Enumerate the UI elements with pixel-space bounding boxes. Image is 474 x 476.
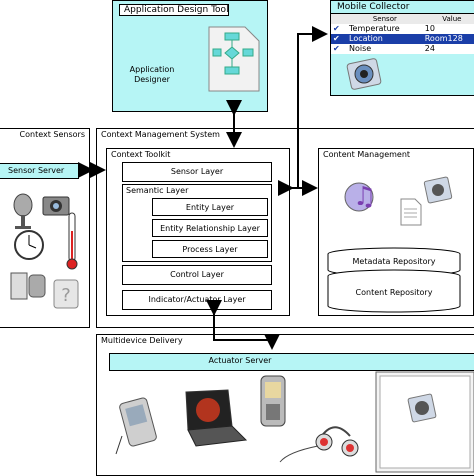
delivery-title: Multidevice Delivery: [101, 336, 183, 345]
document-icon: [400, 198, 422, 226]
table-row[interactable]: ✔ Noise 24: [331, 44, 474, 54]
table-row[interactable]: ✔ Temperature 10: [331, 24, 474, 34]
context-sensors-title: Context Sensors: [19, 130, 85, 139]
value-cell: 24: [424, 44, 435, 53]
indicator-actuator-layer: Indicator/Actuator Layer: [122, 290, 272, 310]
flowchart-document-icon: [208, 26, 260, 92]
content-repository: Content Repository: [355, 288, 433, 297]
check-icon[interactable]: ✔: [333, 24, 340, 33]
actuator-server: [109, 353, 474, 371]
mobile-collector-title: Mobile Collector: [337, 2, 410, 12]
value-cell: 10: [424, 24, 435, 33]
semantic-title: Semantic Layer: [126, 186, 189, 195]
context-sensors-panel: Context Sensors Sensor Server ?: [0, 128, 90, 328]
col-value: Value: [442, 15, 462, 23]
check-icon[interactable]: ✔: [333, 44, 340, 53]
mobile-phone-icon: [260, 375, 286, 427]
clock-icon: [14, 230, 44, 260]
unknown-sensor-icon: ?: [53, 279, 79, 309]
cms-title: Context Management System: [101, 130, 220, 139]
app-tool-title: Application Design Tool: [119, 4, 229, 16]
microphone-icon: [13, 193, 33, 229]
photo-app-icon: [346, 58, 382, 90]
music-notes-icon: ♫: [344, 182, 376, 212]
control-layer: Control Layer: [122, 265, 272, 285]
svg-text:♫: ♫: [353, 182, 376, 212]
sensor-cell: Noise: [349, 44, 372, 53]
value-cell: Room128: [424, 34, 463, 43]
headphones-icon: [279, 426, 359, 463]
col-sensor: Sensor: [372, 15, 397, 23]
camera-icon: [42, 196, 70, 216]
check-icon[interactable]: ✔: [333, 34, 340, 43]
entity-layer: Entity Layer: [152, 198, 268, 216]
content-title: Content Management: [323, 150, 411, 159]
app-design-tool-panel: Application Design Tool Application Desi…: [112, 0, 268, 112]
process-layer: Process Layer: [152, 240, 268, 258]
sensor-cell: Location: [349, 34, 383, 43]
mobile-collector-panel: Mobile Collector Sensor Value ✔ Temperat…: [330, 0, 474, 96]
sensor-table: Sensor Value ✔ Temperature 10 ✔ Location…: [331, 13, 474, 54]
photo-icon: [423, 176, 453, 204]
table-row[interactable]: ✔ Location Room128: [331, 34, 474, 44]
pda-icon: [115, 397, 157, 455]
laptop-icon: [185, 389, 248, 447]
entity-relationship-layer: Entity Relationship Layer: [152, 219, 268, 237]
app-designer-label: Application Designer: [129, 65, 175, 84]
sensor-device-icon: [10, 272, 46, 300]
svg-text:?: ?: [61, 285, 71, 306]
sensor-cell: Temperature: [349, 24, 400, 33]
toolkit-title: Context Toolkit: [111, 150, 171, 159]
actuator-server-label: Actuator Server: [208, 356, 272, 365]
sensor-layer: Sensor Layer: [122, 162, 272, 182]
metadata-repository: Metadata Repository: [352, 257, 436, 266]
display-screen-icon: [375, 371, 474, 473]
thermometer-icon: [66, 212, 78, 270]
